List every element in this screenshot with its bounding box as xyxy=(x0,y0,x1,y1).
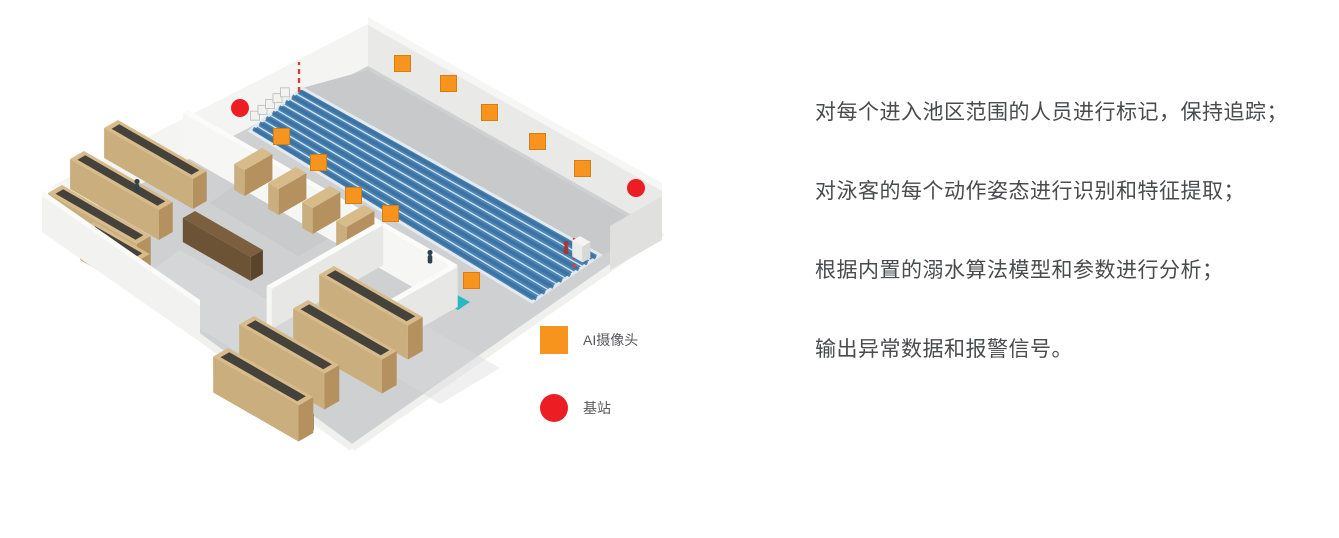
legend-item-ai-camera: AI摄像头 xyxy=(540,326,638,354)
description-text: 对每个进入池区范围的人员进行标记，保持追踪； 对泳客的每个动作姿态进行识别和特征… xyxy=(815,99,1325,415)
description-line-4: 输出异常数据和报警信号。 xyxy=(815,338,1073,361)
legend-item-base-station: 基站 xyxy=(540,394,638,422)
interior-rooms xyxy=(42,110,458,442)
description-line-1: 对每个进入池区范围的人员进行标记，保持追踪； xyxy=(815,101,1288,124)
base-station-icon xyxy=(540,394,568,422)
legend: AI摄像头 基站 xyxy=(540,326,638,462)
ai-camera-icon xyxy=(540,326,568,354)
pool-facility-illustration: AI摄像头 基站 xyxy=(0,0,700,500)
base-station-legend-label: 基站 xyxy=(583,400,611,416)
swimming-pool xyxy=(247,62,603,310)
description-line-3: 根据内置的溺水算法模型和参数进行分析； xyxy=(815,259,1224,282)
description-line-2: 对泳客的每个动作姿态进行识别和特征提取； xyxy=(815,180,1245,203)
isometric-building-illustration xyxy=(42,17,665,451)
ai-camera-legend-label: AI摄像头 xyxy=(583,332,639,348)
